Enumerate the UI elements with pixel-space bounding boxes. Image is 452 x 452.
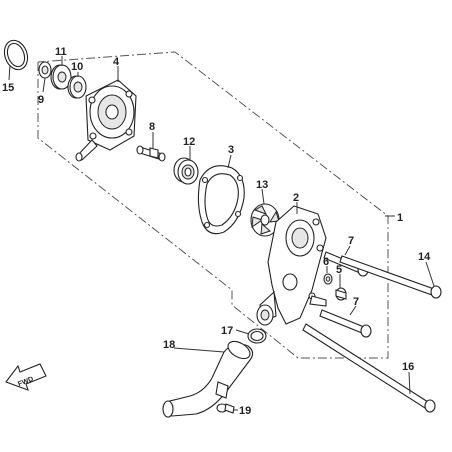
callout-15: 15 <box>2 82 14 94</box>
part-9-washer <box>38 61 52 79</box>
part-11-bearing <box>50 64 72 90</box>
part-13-impeller <box>250 203 280 237</box>
callout-8: 8 <box>149 121 155 133</box>
callout-11: 11 <box>55 46 67 58</box>
callout-4: 4 <box>113 56 120 68</box>
callout-17: 17 <box>221 325 233 337</box>
part-3-gasket <box>197 165 245 235</box>
part-7-bolt-lower <box>319 309 372 338</box>
part-8-pump-shaft <box>136 145 166 162</box>
part-18-coolant-pipe <box>162 340 254 418</box>
callout-19: 19 <box>239 405 251 417</box>
callout-13: 13 <box>256 179 268 191</box>
callout-6: 6 <box>323 256 329 268</box>
callout-14: 14 <box>418 251 431 263</box>
part-15-o-ring <box>3 39 29 71</box>
assembly-boundary <box>37 51 389 359</box>
forward-direction-marker: FWD <box>5 363 47 391</box>
callout-5: 5 <box>336 264 342 276</box>
part-12-mechanical-seal <box>173 157 199 185</box>
forward-arrow-icon <box>5 363 47 391</box>
part-6-washer <box>323 273 333 285</box>
callout-9: 9 <box>38 94 44 106</box>
part-17-o-ring <box>247 328 267 344</box>
part-19-bolt <box>216 403 235 414</box>
callout-2: 2 <box>293 192 299 204</box>
part-4-pump-housing <box>75 79 137 162</box>
part-10-seal <box>67 75 87 99</box>
callout-16: 16 <box>402 361 414 373</box>
callout-10: 10 <box>71 61 83 73</box>
callout-7-upper: 7 <box>348 235 354 247</box>
part-2-pump-body <box>256 205 327 326</box>
leader-lines <box>8 56 435 411</box>
part-14-long-bolt <box>339 255 442 299</box>
part-5-drain-bolt <box>335 287 347 301</box>
callout-1: 1 <box>397 212 403 224</box>
callout-labels: 1 2 3 4 5 6 7 7 8 9 10 11 12 13 14 15 16… <box>2 46 431 417</box>
part-16-long-bolt <box>302 323 436 413</box>
callout-3: 3 <box>228 144 234 156</box>
callout-12: 12 <box>183 136 195 148</box>
callout-18: 18 <box>163 339 175 351</box>
callout-7-lower: 7 <box>353 296 359 308</box>
